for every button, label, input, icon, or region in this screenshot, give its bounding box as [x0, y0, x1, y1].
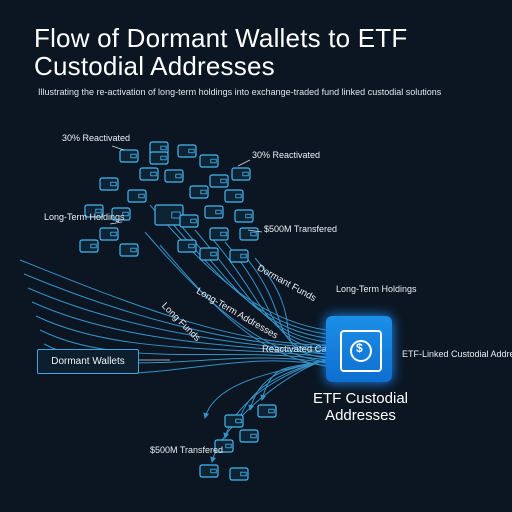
label-etf-linked: ETF-Linked Custodial Addresses — [402, 349, 512, 359]
wallet-icon — [214, 439, 234, 453]
flow-curve — [39, 329, 327, 361]
flow-curve — [209, 235, 327, 347]
wallet-icon — [79, 239, 99, 253]
flow-curve — [159, 244, 327, 367]
wallet-icon — [229, 467, 249, 481]
flow-curve — [177, 221, 327, 339]
flow-curve — [23, 273, 327, 349]
wallet-icon — [149, 151, 169, 165]
leader-line — [247, 229, 263, 233]
wallet-icon — [99, 227, 119, 241]
wallet-icon — [234, 209, 254, 223]
label-transferred-top: $500M Transfered — [264, 224, 338, 234]
wallet-icon — [209, 174, 229, 188]
label-long-term-holdings-left: Long-Term Holdings — [44, 212, 125, 222]
wallet-icon — [119, 149, 139, 163]
leader-line — [111, 145, 125, 151]
dormant-wallets-node: Dormant Wallets — [37, 349, 139, 374]
flow-curve — [149, 204, 327, 331]
wallet-icon — [199, 247, 219, 261]
wallet-icon — [139, 167, 159, 181]
wallet-icon — [179, 214, 199, 228]
wallet-icon — [224, 414, 244, 428]
flow-label-reactivated: Reactivated Cate — [262, 344, 335, 355]
label-reactivated-right: 30% Reactivated — [252, 150, 321, 160]
label-reactivated-left: 30% Reactivated — [62, 133, 131, 143]
flow-curve — [35, 315, 327, 358]
flow-curve — [224, 241, 327, 351]
flow-curve — [19, 259, 327, 346]
wallet-icon — [177, 239, 197, 253]
wallet-icon — [199, 464, 219, 478]
wallet-icon — [224, 189, 244, 203]
wallet-icon — [229, 249, 249, 263]
subtitle: Illustrating the re-activation of long-t… — [38, 87, 442, 97]
dollar-icon: $ — [356, 341, 363, 355]
wallet-icon — [239, 429, 259, 443]
wallet-icon — [199, 154, 219, 168]
etf-vault-node: $ — [326, 316, 392, 382]
wallet-icon — [99, 177, 119, 191]
wallet-icon — [209, 227, 229, 241]
wallet-icon — [177, 144, 197, 158]
wallet-icon — [204, 205, 224, 219]
wallet-icon — [164, 169, 184, 183]
label-long-term-holdings-right: Long-Term Holdings — [336, 284, 417, 294]
wallet-icon — [257, 404, 277, 418]
flow-curve — [27, 287, 327, 352]
flow-curve — [144, 231, 327, 363]
wallet-icon — [84, 204, 104, 218]
vault-icon — [340, 330, 382, 372]
wallet-icon — [231, 167, 251, 181]
wallet-icon — [119, 243, 139, 257]
leader-line — [237, 159, 251, 167]
leader-line — [109, 221, 123, 225]
flow-curve — [260, 359, 327, 401]
page-title: Flow of Dormant Wallets to ETF Custodial… — [34, 23, 408, 81]
flow-curve — [254, 257, 327, 359]
etf-custodial-title: ETF Custodial Addresses — [312, 390, 409, 424]
wallet-icon — [189, 185, 209, 199]
wallet-icon — [111, 207, 131, 221]
label-transferred-bottom: $500M Transfered — [150, 445, 224, 455]
wallet-icon — [127, 189, 147, 203]
wallet-icon — [154, 204, 184, 226]
flow-curve — [31, 301, 327, 355]
